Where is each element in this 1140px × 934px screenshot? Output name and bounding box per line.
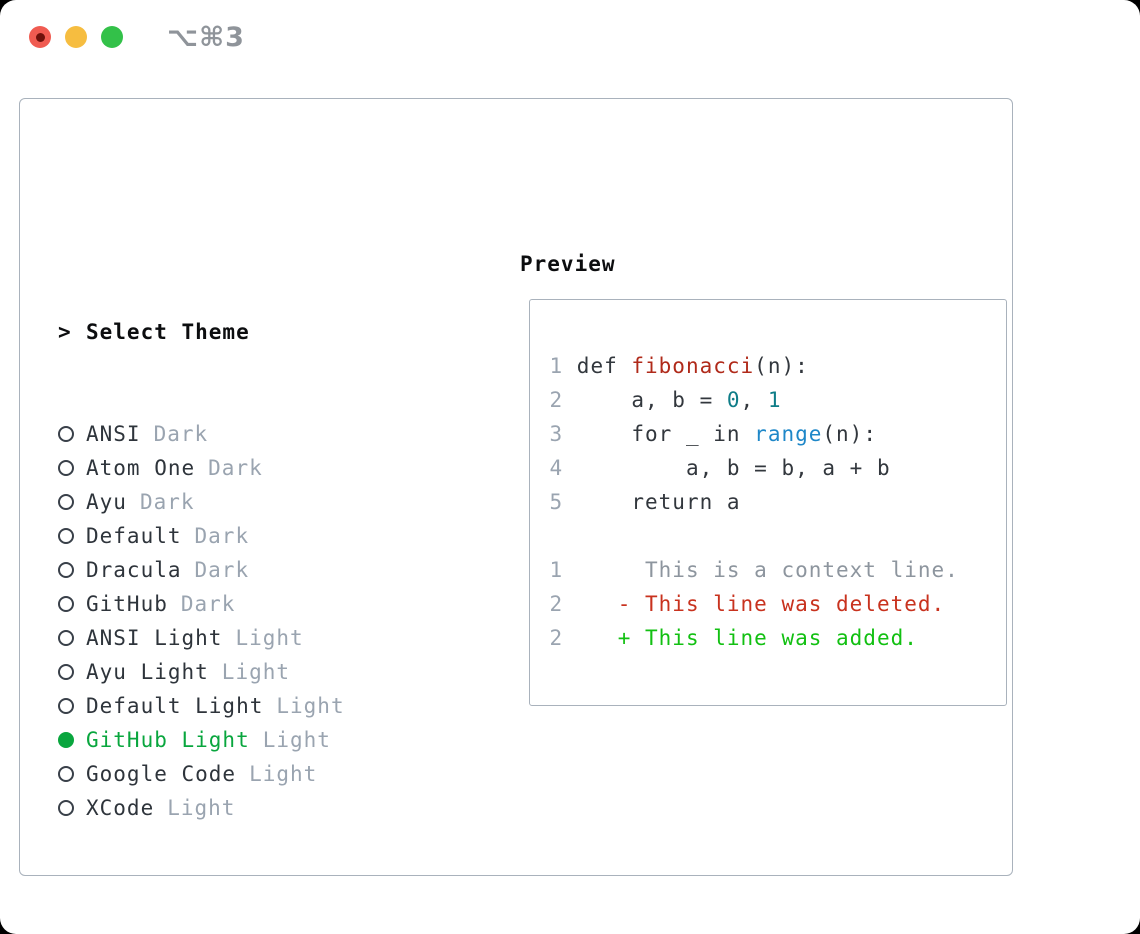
radio-icon [58, 562, 74, 578]
code-line: 2 a, b = 0, 1 [550, 383, 959, 417]
code-token-code: return a [576, 490, 741, 514]
radio-icon [58, 460, 74, 476]
radio-icon [58, 426, 74, 442]
radio-icon [58, 494, 74, 510]
theme-option[interactable]: GitHub Light Light [58, 723, 440, 757]
theme-option[interactable]: GitHub Dark [58, 587, 440, 621]
code-token-code: a, b = b, a + b [576, 456, 891, 480]
code-token-builtin: range [754, 422, 823, 446]
zoom-button[interactable] [101, 26, 123, 48]
line-number: 2 [549, 592, 577, 616]
theme-option[interactable]: Ayu Dark [58, 485, 440, 519]
item-label: Ayu [86, 490, 127, 514]
code-token-context: This is a context line. [576, 558, 959, 582]
line-number: 2 [549, 388, 577, 412]
item-label: Default Light [86, 694, 264, 718]
theme-option[interactable]: Ayu Light Light [58, 655, 440, 689]
code-token-code: def [576, 354, 632, 378]
item-label: Dracula [86, 558, 182, 582]
line-number: 2 [549, 626, 577, 650]
item-tag: Dark [180, 592, 236, 616]
item-label: Atom One [86, 456, 196, 480]
theme-list: ANSI Dark Atom One Dark Ayu Dark Default… [58, 417, 440, 825]
item-tag: Light [167, 796, 236, 820]
line-number: 1 [549, 558, 577, 582]
item-tag: Dark [208, 456, 263, 480]
code-token-num: 0 [726, 388, 741, 412]
item-tag: Dark [194, 558, 250, 582]
item-label: Google Code [86, 762, 237, 786]
code-token-func: fibonacci [631, 354, 755, 378]
code-line: 2 + This line was added. [550, 621, 959, 655]
line-number: 1 [549, 354, 577, 378]
spacer [58, 893, 440, 927]
minimize-button[interactable] [65, 26, 87, 48]
select-theme-title: Select Theme [86, 320, 250, 344]
code-line: 5 return a [550, 485, 959, 519]
code-token-num: 1 [767, 388, 782, 412]
theme-option[interactable]: Default Dark [58, 519, 440, 553]
preview-title: Preview [520, 252, 616, 276]
code-token-code: , [740, 388, 768, 412]
item-tag: Dark [194, 524, 250, 548]
code-line: 4 a, b = b, a + b [550, 451, 959, 485]
item-label: GitHub Light [86, 728, 250, 752]
item-label: GitHub [86, 592, 168, 616]
window-title: ⌥⌘3 [167, 21, 245, 53]
item-tag: Light [262, 728, 331, 752]
line-number: 3 [549, 422, 577, 446]
code-line: 1 def fibonacci(n): [550, 349, 959, 383]
radio-icon [58, 800, 74, 816]
main-panel: > Select Theme ANSI Dark Atom One Dark A… [19, 98, 1013, 876]
theme-option[interactable]: ANSI Dark [58, 417, 440, 451]
theme-option[interactable]: Dracula Dark [58, 553, 440, 587]
line-number: 4 [549, 456, 577, 480]
code-line: 1 This is a context line. [550, 553, 959, 587]
item-tag: Light [235, 626, 304, 650]
code-token-code: for _ in [576, 422, 755, 446]
item-label: Default [86, 524, 182, 548]
item-label: ANSI [86, 422, 141, 446]
radio-icon [58, 596, 74, 612]
code-line: 3 for _ in range(n): [550, 417, 959, 451]
code-line: 2 - This line was deleted. [550, 587, 959, 621]
code-token-code: (n): [754, 354, 809, 378]
theme-option[interactable]: ANSI Light Light [58, 621, 440, 655]
code-token-code: (n): [822, 422, 877, 446]
item-label: Ayu Light [86, 660, 209, 684]
item-label: XCode [86, 796, 155, 820]
theme-option[interactable]: Atom One Dark [58, 451, 440, 485]
theme-picker: > Select Theme ANSI Dark Atom One Dark A… [58, 247, 440, 934]
code-token-code: a, b = [576, 388, 727, 412]
radio-icon [58, 664, 74, 680]
radio-icon [58, 698, 74, 714]
item-label: ANSI Light [86, 626, 223, 650]
radio-icon [58, 630, 74, 646]
theme-option[interactable]: Default Light Light [58, 689, 440, 723]
code-line [550, 519, 959, 553]
caret-icon: > [58, 320, 72, 344]
line-number: 5 [549, 490, 577, 514]
radio-icon [58, 528, 74, 544]
titlebar: ⌥⌘3 [0, 0, 1140, 74]
item-tag: Light [249, 762, 318, 786]
close-button[interactable] [29, 26, 51, 48]
code-token-del: - This line was deleted. [576, 592, 946, 616]
item-tag: Dark [153, 422, 209, 446]
item-tag: Light [276, 694, 345, 718]
item-tag: Light [221, 660, 291, 684]
theme-option[interactable]: XCode Light [58, 791, 440, 825]
theme-option[interactable]: Google Code Light [58, 757, 440, 791]
code-token-add: + This line was added. [576, 626, 918, 650]
radio-selected-icon [58, 732, 74, 748]
close-dot-icon [35, 32, 45, 42]
radio-icon [58, 766, 74, 782]
select-theme-header: > Select Theme [58, 315, 440, 349]
item-tag: Dark [139, 490, 195, 514]
